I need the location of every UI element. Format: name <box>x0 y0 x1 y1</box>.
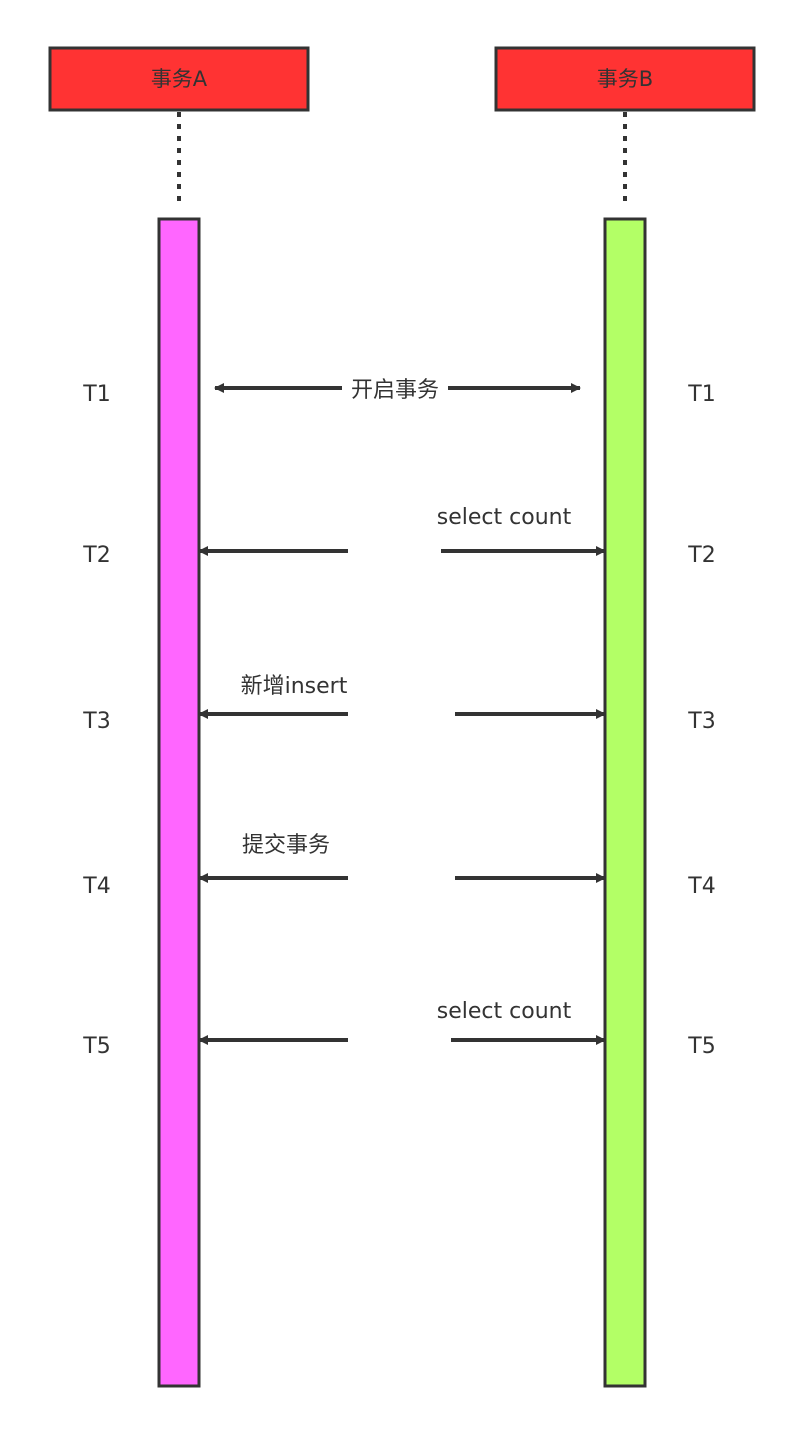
participant-a-activation-bar <box>157 217 201 1388</box>
participant-a: 事务A <box>48 46 310 1388</box>
time-label-right: T4 <box>687 874 715 899</box>
time-label-left: T3 <box>82 709 110 734</box>
message-label: 新增insert <box>241 674 348 699</box>
participant-a-header <box>48 46 310 112</box>
message-t4: 提交事务 <box>198 833 606 883</box>
message-label: 提交事务 <box>242 833 330 858</box>
participant-b: 事务B <box>494 46 756 1388</box>
participant-a-label: 事务A <box>151 67 208 91</box>
participant-b-label: 事务B <box>597 67 653 91</box>
message-t5: select count <box>198 999 606 1045</box>
time-label-right: T5 <box>687 1034 715 1059</box>
time-label-left: T1 <box>82 382 110 407</box>
message-t2: select count <box>198 505 606 556</box>
time-label-left: T4 <box>82 874 110 899</box>
participant-b-activation-bar <box>603 217 647 1388</box>
time-label-right: T3 <box>687 709 715 734</box>
time-label-right: T1 <box>687 382 715 407</box>
time-label-left: T2 <box>82 543 110 568</box>
time-labels-left: T1 T2 T3 T4 T5 <box>82 382 110 1059</box>
time-label-left: T5 <box>82 1034 110 1059</box>
participant-b-header <box>494 46 756 112</box>
message-label: 开启事务 <box>351 378 439 403</box>
time-labels-right: T1 T2 T3 T4 T5 <box>687 382 715 1059</box>
message-label: select count <box>437 999 572 1024</box>
time-label-right: T2 <box>687 543 715 568</box>
message-label: select count <box>437 505 572 530</box>
message-t3: 新增insert <box>198 674 606 719</box>
message-t1: 开启事务 <box>214 378 581 403</box>
